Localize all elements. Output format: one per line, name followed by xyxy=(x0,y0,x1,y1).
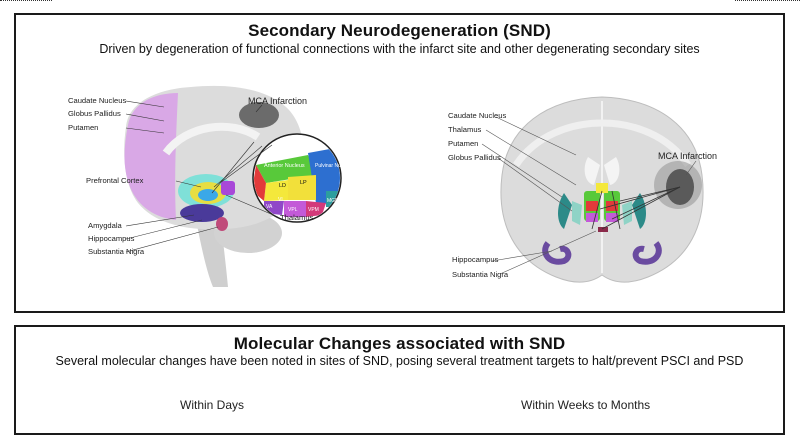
top-left-connector xyxy=(0,0,52,15)
inset-pulvinar-label: Pulvinar Nucleus xyxy=(315,163,353,169)
coronal-hippocampus-label: Hippocampus xyxy=(452,255,499,264)
hippocampus-left xyxy=(542,241,572,265)
within-days-heading: Within Days xyxy=(180,398,245,412)
inset-va-label: VA xyxy=(266,204,273,210)
molecular-subtitle: Several molecular changes have been note… xyxy=(55,354,744,368)
coronal-thalamus-label: Thalamus xyxy=(448,125,482,134)
coronal-substantia-label: Substantia Nigra xyxy=(452,270,509,279)
coronal-globus-label: Globus Pallidus xyxy=(448,153,501,162)
inset-vl-label: VL xyxy=(278,197,284,203)
molecular-panel: Molecular Changes associated with SND Se… xyxy=(14,325,785,435)
sagittal-globus-label: Globus Pallidus xyxy=(68,109,121,118)
substantia-nigra-coronal xyxy=(598,227,608,232)
sagittal-amygdala-label: Amygdala xyxy=(88,221,122,230)
sagittal-brain-illustration: Anterior Nucleus Pulvinar Nucleus LD LP … xyxy=(124,85,353,287)
snd-panel: Secondary Neurodegeneration (SND) Driven… xyxy=(14,13,785,313)
snd-title: Secondary Neurodegeneration (SND) xyxy=(248,21,551,40)
coronal-caudate-label: Caudate Nucleus xyxy=(448,111,507,120)
mca-infarction-sagittal xyxy=(239,102,279,128)
inset-vpl-label: VPL xyxy=(288,207,298,213)
sagittal-substantia-label: Substantia Nigra xyxy=(88,247,145,256)
inset-mgb-label: MGB xyxy=(327,198,339,204)
inset-lp-label: LP xyxy=(300,180,307,186)
inset-vpm-label: VPM xyxy=(308,207,319,213)
corpus-callosum xyxy=(162,122,261,156)
coronal-mca-label: MCA Infarction xyxy=(658,151,718,161)
amygdala-region xyxy=(180,204,224,222)
sagittal-thalamus-label: Thalamus xyxy=(280,213,314,222)
coronal-putamen-label: Putamen xyxy=(448,139,479,148)
inset-ld-label: LD xyxy=(279,183,286,189)
within-weeks-heading: Within Weeks to Months xyxy=(521,398,651,412)
snd-subtitle: Driven by degeneration of functional con… xyxy=(99,42,700,56)
hippocampus-right xyxy=(632,241,662,265)
sagittal-mca-label: MCA Infarction xyxy=(248,96,308,106)
molecular-title: Molecular Changes associated with SND xyxy=(233,334,566,353)
inset-anterior-label: Anterior Nucleus xyxy=(264,163,305,169)
top-right-connector xyxy=(735,0,800,15)
sagittal-caudate-label: Caudate Nucleus xyxy=(68,96,127,105)
sagittal-putamen-label: Putamen xyxy=(68,123,99,132)
sagittal-hippocampus-label: Hippocampus xyxy=(88,234,135,243)
coronal-brain-illustration xyxy=(481,96,704,283)
prefrontal-cortex-region xyxy=(124,93,178,220)
sagittal-prefrontal-label: Prefrontal Cortex xyxy=(86,176,144,185)
substantia-nigra-region xyxy=(216,217,228,231)
